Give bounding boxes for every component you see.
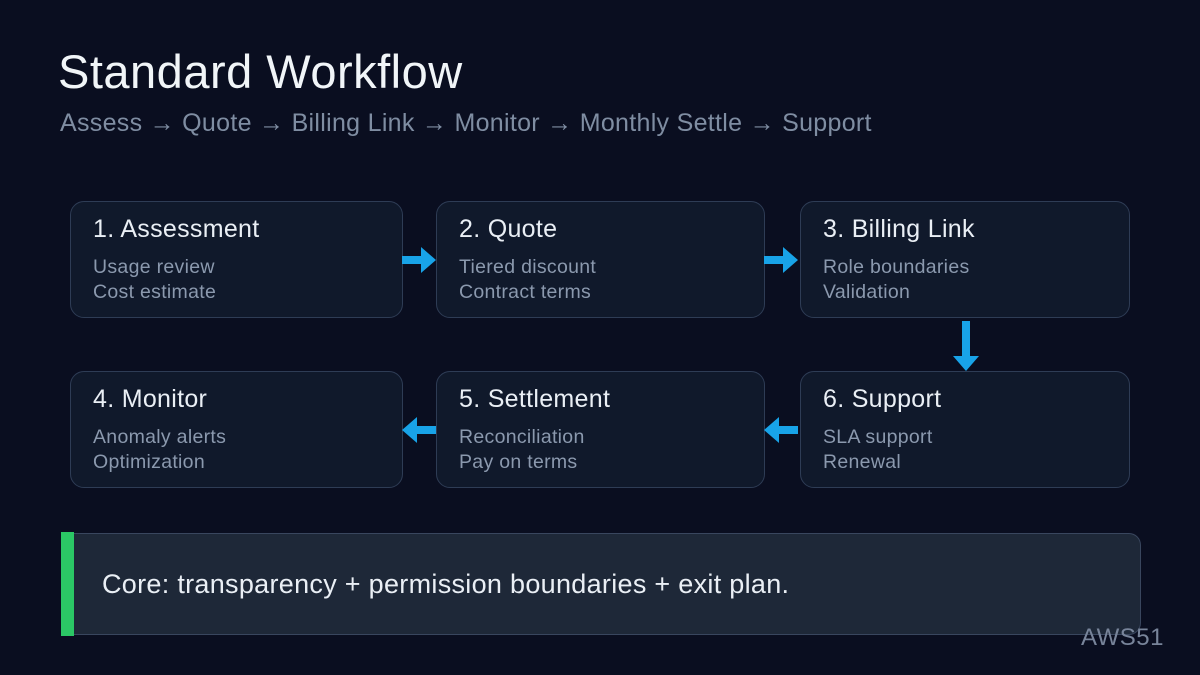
step-detail: Contract terms	[459, 281, 592, 303]
step-card-support: 6. Support SLA support Renewal	[800, 371, 1130, 488]
step-card-settlement: 5. Settlement Reconciliation Pay on term…	[436, 371, 765, 488]
step-detail: Optimization	[93, 451, 205, 473]
arrow-shaft	[415, 426, 436, 434]
step-detail: Validation	[823, 281, 911, 303]
step-detail: Role boundaries	[823, 256, 970, 278]
step-title: 2. Quote	[459, 215, 558, 243]
watermark: AWS51	[1081, 624, 1164, 651]
step-detail: Cost estimate	[93, 281, 217, 303]
arrow-shaft	[402, 256, 423, 264]
step-title: 5. Settlement	[459, 385, 611, 413]
step-card-assessment: 1. Assessment Usage review Cost estimate	[70, 201, 403, 318]
callout-accent-bar	[61, 532, 74, 636]
step-title: 1. Assessment	[93, 215, 260, 243]
workflow-breadcrumb: Assess → Quote → Billing Link → Monitor …	[60, 109, 872, 137]
callout-body: Core: transparency + permission boundari…	[74, 533, 1141, 635]
step-detail: Renewal	[823, 451, 901, 473]
arrow-head	[953, 356, 979, 371]
arrow-shaft	[777, 426, 798, 434]
arrow-head	[402, 417, 417, 443]
step-detail: Anomaly alerts	[93, 426, 227, 448]
callout-note: Core: transparency + permission boundari…	[61, 532, 1141, 636]
step-detail: Usage review	[93, 256, 215, 278]
step-card-billing-link: 3. Billing Link Role boundaries Validati…	[800, 201, 1130, 318]
step-detail: Pay on terms	[459, 451, 578, 473]
arrow-head	[421, 247, 436, 273]
page-title: Standard Workflow	[58, 45, 463, 98]
step-title: 4. Monitor	[93, 385, 208, 413]
arrow-right-icon	[402, 247, 436, 273]
callout-text: Core: transparency + permission boundari…	[102, 568, 790, 599]
arrow-head	[764, 417, 779, 443]
arrow-down-icon	[953, 321, 979, 371]
step-detail: Tiered discount	[459, 256, 597, 278]
arrow-shaft	[764, 256, 785, 264]
step-title: 3. Billing Link	[823, 215, 975, 243]
step-detail: SLA support	[823, 426, 933, 448]
step-card-quote: 2. Quote Tiered discount Contract terms	[436, 201, 765, 318]
arrow-left-icon	[402, 417, 436, 443]
step-card-monitor: 4. Monitor Anomaly alerts Optimization	[70, 371, 403, 488]
arrow-left-icon	[764, 417, 798, 443]
step-title: 6. Support	[823, 385, 942, 413]
step-detail: Reconciliation	[459, 426, 585, 448]
arrow-shaft	[962, 321, 970, 359]
arrow-right-icon	[764, 247, 798, 273]
arrow-head	[783, 247, 798, 273]
